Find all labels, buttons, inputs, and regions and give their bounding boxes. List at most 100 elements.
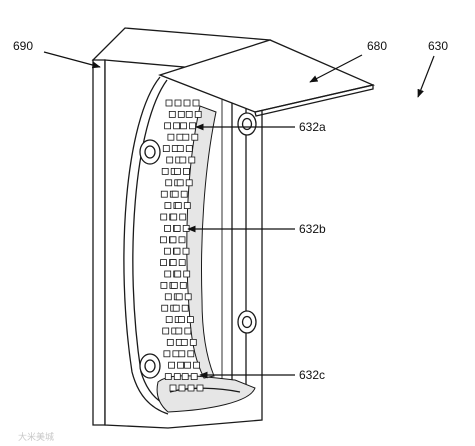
leader-690 (43, 51, 101, 69)
contact-pad (163, 350, 171, 358)
contact-pad (174, 99, 182, 107)
contact-pad (160, 213, 168, 221)
contact-pad (178, 384, 186, 392)
contact-pad (169, 236, 177, 244)
mounting-bosses (139, 112, 257, 379)
label-632b: 632b (299, 222, 326, 236)
contact-pad (185, 111, 193, 118)
contact-pad (187, 350, 195, 358)
label-690: 690 (13, 39, 33, 53)
contact-pad (182, 133, 190, 141)
contact-pad (168, 361, 176, 369)
leader-lines (43, 51, 435, 379)
contact-pad (165, 316, 173, 324)
contact-pad (164, 373, 172, 381)
contact-pad (178, 259, 186, 267)
contact-pad (184, 327, 192, 335)
contact-pad (183, 99, 191, 107)
contact-pad (187, 384, 195, 392)
leader-630 (417, 55, 435, 98)
label-630: 630 (428, 39, 448, 53)
contact-pad (178, 350, 186, 358)
contact-pad (175, 293, 183, 301)
contact-pad (186, 316, 194, 324)
contact-pad (170, 281, 178, 289)
contact-pad (164, 202, 172, 210)
contact-pad (161, 167, 169, 175)
contact-pad (192, 99, 200, 107)
contact-pad (175, 327, 183, 335)
contact-pad (179, 281, 187, 289)
contact-pad-array (159, 99, 204, 392)
contact-pad (183, 202, 191, 210)
contact-pad (166, 338, 174, 346)
contact-pad (180, 190, 188, 198)
contact-pad (172, 350, 180, 358)
contact-pad (173, 167, 181, 175)
contact-pad (163, 247, 171, 255)
contact-surface (186, 105, 217, 379)
leader-680 (309, 54, 363, 83)
contact-pad (160, 259, 167, 267)
contact-pad (180, 122, 187, 130)
contact-pad (174, 202, 182, 210)
contact-pad (194, 111, 202, 118)
contact-pad (179, 213, 187, 221)
contact-pad (176, 133, 184, 141)
contact-pad (176, 179, 184, 187)
contact-pad (185, 145, 193, 153)
contact-pad (162, 327, 170, 335)
contact-pad (190, 373, 198, 381)
label-680: 680 (367, 39, 387, 53)
contact-pad (180, 338, 188, 346)
contact-pad (178, 236, 186, 244)
contact-pad (173, 373, 181, 381)
contact-pad (173, 224, 181, 232)
contact-pad (172, 304, 180, 312)
contact-pad (183, 270, 191, 278)
contact-pad (188, 156, 196, 164)
contact-pad (160, 190, 168, 198)
contact-pad (169, 384, 177, 392)
contact-pad (181, 373, 189, 381)
contact-pad (189, 338, 197, 346)
contact-pad (184, 293, 192, 301)
contact-pad (184, 361, 191, 369)
contact-pad (177, 111, 185, 118)
contact-pad (168, 111, 176, 118)
contact-pad (196, 384, 204, 392)
contact-pad (164, 270, 172, 278)
contact-pad (181, 304, 189, 312)
contact-pad (169, 259, 177, 267)
contact-pad (165, 179, 173, 187)
contact-pad (162, 145, 170, 153)
contact-pad (159, 236, 167, 244)
contact-pad (182, 167, 190, 175)
contact-pad (164, 122, 172, 130)
contact-pad (167, 133, 175, 141)
contact-pad (170, 213, 178, 221)
contact-pad (166, 156, 174, 164)
watermark-text: 大米美城 (18, 431, 54, 442)
contact-pad (191, 133, 199, 141)
cover-plate (158, 39, 376, 117)
contact-pad (164, 293, 172, 301)
label-632c: 632c (299, 368, 325, 382)
contact-pad (174, 270, 182, 278)
contact-pad (185, 179, 193, 187)
label-632a: 632a (299, 120, 326, 134)
contact-pad (160, 281, 168, 289)
contact-pad (176, 145, 184, 153)
contact-pad (173, 247, 181, 255)
contact-pad (179, 156, 187, 164)
contact-pad (177, 361, 185, 369)
contact-pad (189, 122, 196, 130)
contact-pad (173, 122, 181, 130)
contact-pad (182, 247, 190, 255)
contact-pad (193, 361, 200, 369)
contact-pad (161, 304, 169, 312)
contact-pad (164, 224, 171, 232)
contact-pad (165, 99, 173, 107)
contact-pad (177, 316, 185, 324)
